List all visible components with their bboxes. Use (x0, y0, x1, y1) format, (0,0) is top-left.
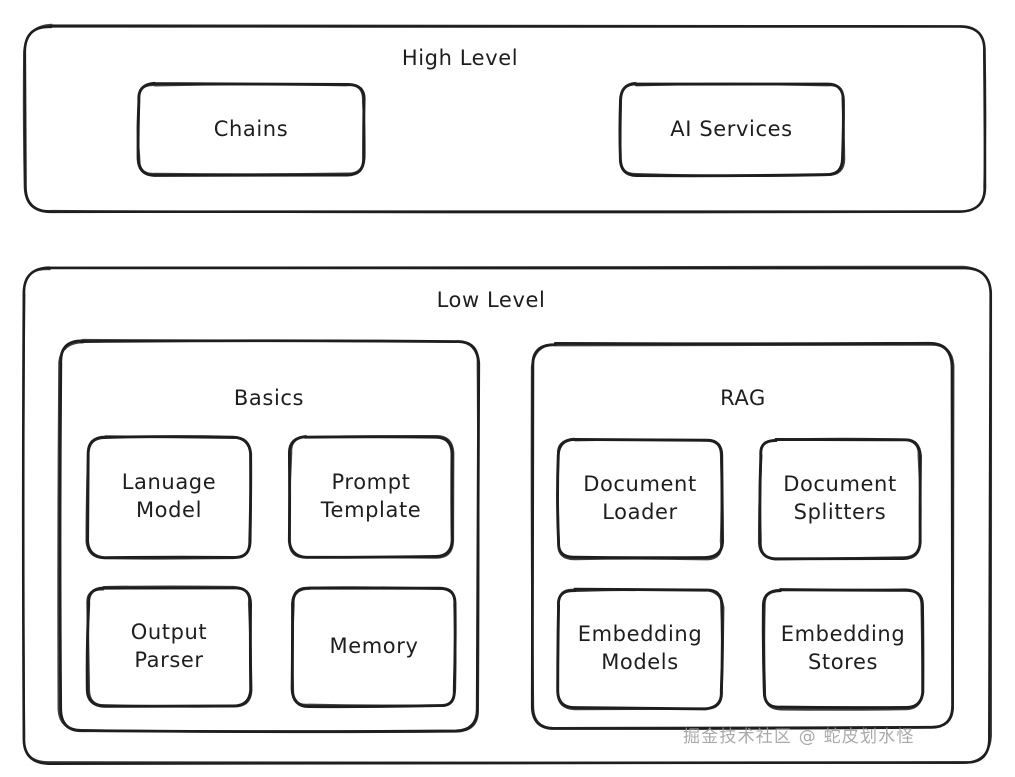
watermark: 掘金技术社区 @ 蛇皮划水怪 (683, 727, 915, 747)
node-border-ai-services (618, 81, 846, 178)
node-border-lanuage-model (85, 435, 253, 560)
subgroup-border-basics (57, 338, 481, 734)
node-border-prompt-template (287, 435, 455, 559)
node-border-document-loader (556, 437, 725, 561)
node-border-chains (136, 81, 366, 177)
subgroup-border-rag (530, 341, 955, 730)
node-border-embedding-models (556, 587, 725, 711)
group-border-low-level (21, 265, 993, 765)
node-border-output-parser (85, 585, 253, 708)
node-border-document-splitters (757, 437, 922, 561)
node-border-memory (290, 586, 457, 709)
group-border-high-level (22, 23, 987, 214)
node-border-embedding-stores (761, 588, 925, 711)
